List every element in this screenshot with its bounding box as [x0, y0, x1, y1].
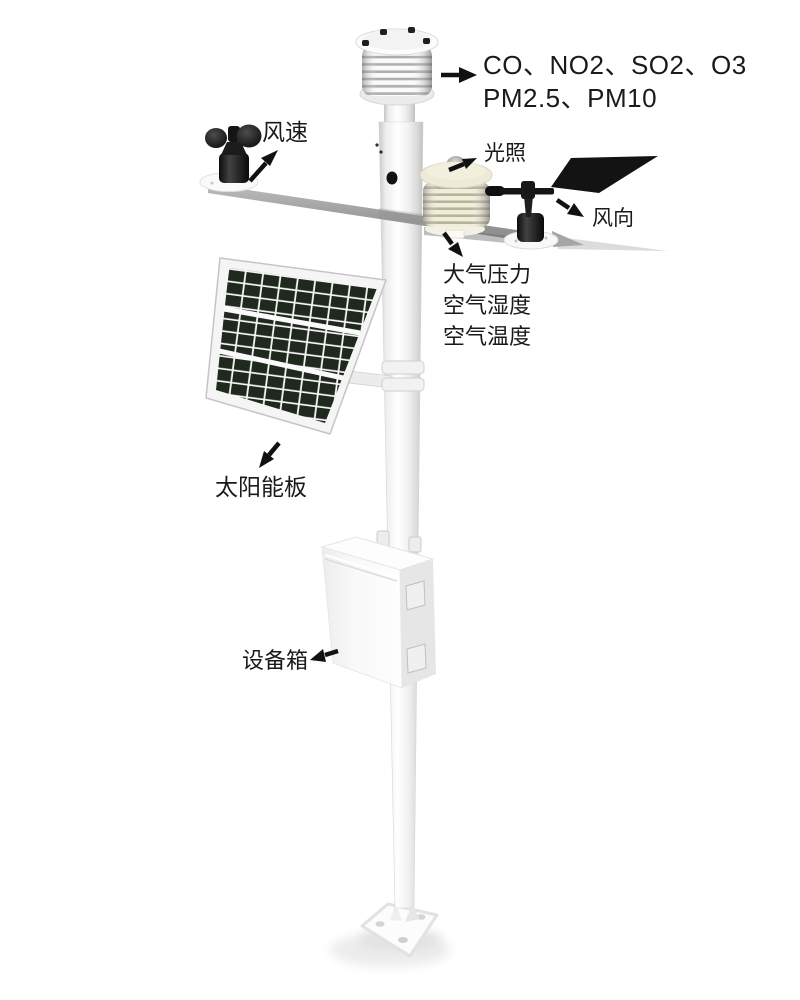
- equipment-box: [320, 530, 436, 689]
- shield-screw: [362, 40, 369, 46]
- thp-sensor-shield: [419, 156, 493, 239]
- arrow-light-icon: [448, 158, 477, 173]
- box-hinge: [406, 643, 427, 674]
- box-hinge: [405, 580, 426, 611]
- arrow-box-icon: [310, 648, 339, 662]
- arrow-atmosphere-icon: [442, 231, 463, 257]
- pole-screw-dot: [375, 143, 379, 147]
- label-atmosphere: 大气压力 空气湿度 空气温度: [443, 259, 531, 352]
- solar-cells: [216, 268, 377, 423]
- label-solar-panel: 太阳能板: [215, 474, 307, 500]
- label-equipment-box: 设备箱: [242, 648, 309, 673]
- pole-cable-hole: [386, 171, 398, 185]
- solar-panel: [205, 257, 387, 435]
- vane-fin: [551, 156, 658, 193]
- shield-screw: [408, 27, 415, 33]
- shield-screw: [423, 38, 430, 44]
- label-gas-line2: PM2.5、PM10: [483, 83, 658, 113]
- anemometer-cup: [236, 124, 262, 148]
- label-gas-sensors: CO、NO2、SO2、O3 PM2.5、PM10: [483, 49, 747, 115]
- label-wind-direction: 风向: [592, 207, 634, 230]
- shield-screw: [380, 29, 387, 35]
- anemometer-cup: [205, 128, 227, 148]
- base-flange: [360, 902, 439, 958]
- label-wind-speed: 风速: [262, 119, 308, 145]
- pole-screw-dot: [379, 150, 383, 154]
- label-light: 光照: [484, 142, 526, 165]
- wind-vane: [485, 156, 658, 250]
- arrow-solar-icon: [259, 441, 281, 468]
- arrow-wind-speed-icon: [248, 150, 278, 183]
- arrow-gas-icon: [441, 67, 477, 83]
- label-atmosphere-line1: 大气压力: [443, 262, 532, 287]
- label-gas-line1: CO、NO2、SO2、O3: [483, 50, 747, 80]
- label-atmosphere-line3: 空气温度: [443, 324, 532, 349]
- arrow-wind-direction-icon: [555, 198, 584, 217]
- label-atmosphere-line2: 空气湿度: [443, 293, 532, 318]
- vane-counterweight: [485, 186, 505, 196]
- solar-panel-bracket: [339, 360, 425, 392]
- gas-sensor-shield: [355, 27, 439, 106]
- annotation-arrows: [248, 67, 584, 662]
- anemometer: [199, 124, 262, 192]
